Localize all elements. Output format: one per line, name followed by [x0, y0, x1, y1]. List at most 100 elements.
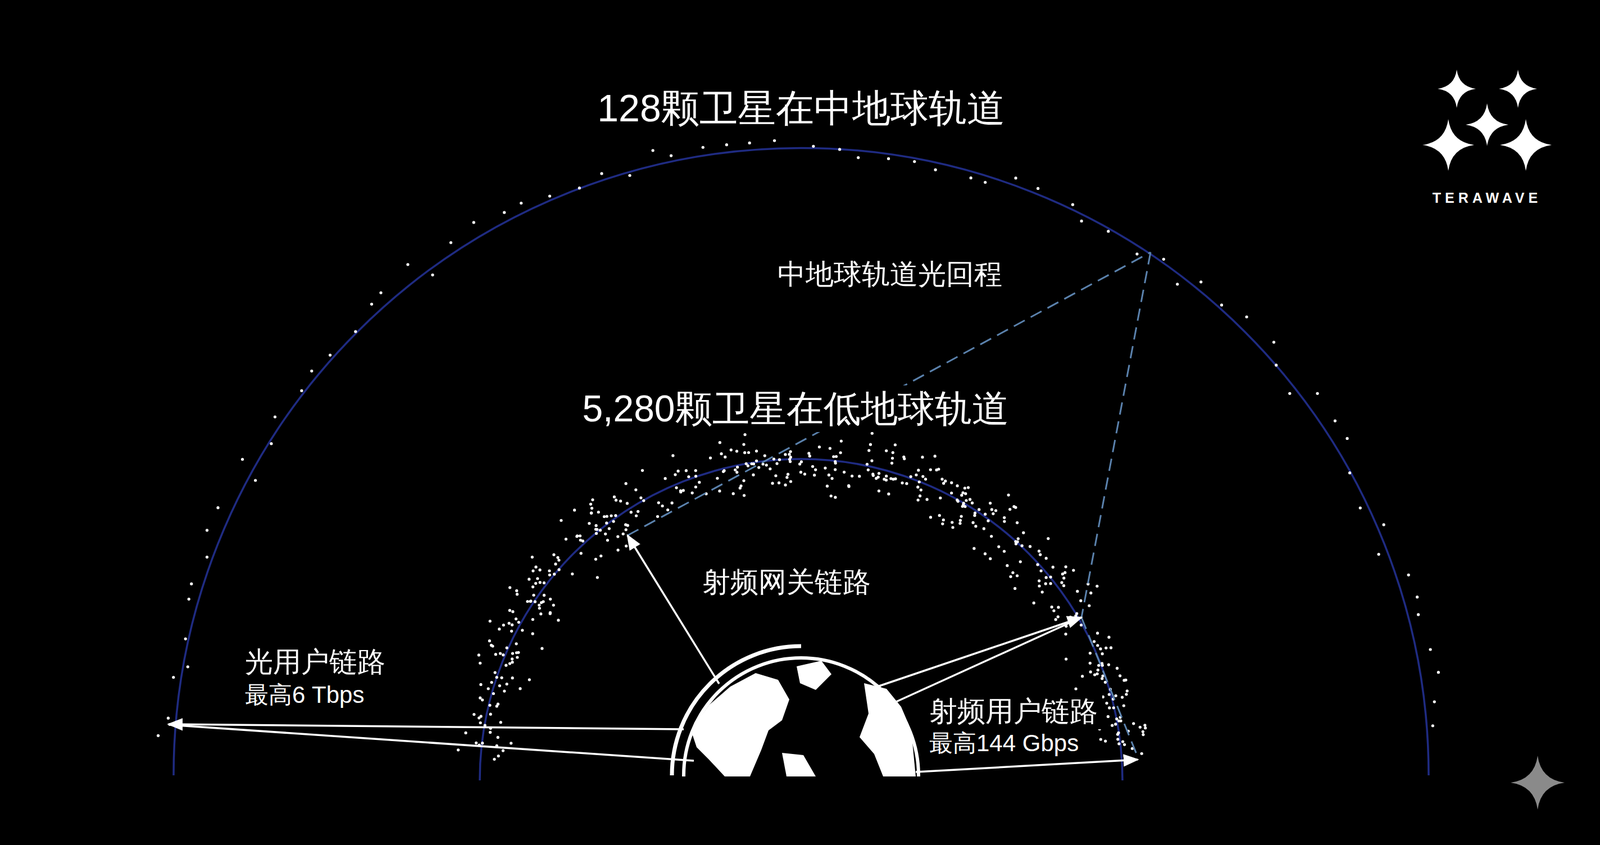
satellite-dot: [614, 514, 617, 517]
satellite-dot: [950, 520, 954, 524]
satellite-dot: [1032, 601, 1036, 605]
satellite-dot: [814, 468, 817, 472]
satellite-dot: [977, 507, 981, 511]
satellite-dot: [520, 628, 524, 632]
satellite-dot: [1008, 575, 1012, 579]
satellite-dot: [487, 687, 490, 690]
satellite-dot: [489, 712, 493, 716]
satellite-dot: [1041, 590, 1044, 594]
satellite-dot: [508, 608, 512, 612]
satellite-dot: [629, 510, 633, 514]
satellite-dot: [735, 449, 739, 453]
satellite-dot: [673, 473, 677, 476]
satellite-dot: [612, 495, 616, 499]
satellite-dot: [742, 493, 746, 497]
satellite-dot: [1107, 663, 1111, 667]
satellite-dot: [748, 141, 752, 145]
satellite-dot: [997, 544, 1000, 548]
satellite-dot: [865, 462, 869, 466]
satellite-dot: [1008, 507, 1012, 511]
satellite-dot: [559, 519, 563, 522]
satellite-dot: [497, 627, 501, 631]
satellite-dot: [493, 670, 497, 674]
satellite-dot: [1013, 587, 1017, 590]
satellite-dot: [905, 482, 908, 485]
satellite-dot: [877, 471, 881, 475]
satellite-dot: [1143, 726, 1147, 730]
satellite-dot: [508, 585, 512, 589]
satellite-dot: [964, 498, 968, 502]
satellite-dot: [505, 646, 509, 650]
link-label: 射频网关链路: [697, 564, 876, 600]
satellite-dot: [156, 734, 160, 738]
satellite-dot: [1069, 615, 1072, 619]
satellite-dot: [893, 477, 897, 481]
satellite-dot: [1199, 280, 1203, 284]
satellite-dot: [488, 639, 492, 643]
satellite-dot: [575, 534, 579, 538]
satellite-dot: [1088, 651, 1092, 655]
satellite-dot: [1028, 544, 1032, 548]
satellite-dot: [694, 485, 698, 489]
satellite-dot: [1106, 229, 1110, 233]
satellite-dot: [773, 139, 776, 143]
satellite-dot: [189, 582, 193, 586]
throughput-label: 最高144 Gbps: [924, 728, 1084, 759]
satellite-dot: [940, 477, 944, 481]
optical-user-link-arrow: [168, 724, 694, 761]
satellite-dot: [1110, 724, 1114, 727]
satellite-dot: [529, 599, 533, 603]
satellite-dot: [273, 415, 277, 418]
satellite-dot: [1056, 605, 1060, 609]
satellite-dot: [774, 474, 777, 477]
satellite-dot: [1315, 392, 1319, 395]
satellite-dot: [891, 456, 894, 460]
satellite-dot: [973, 511, 977, 515]
satellite-dot: [666, 508, 670, 512]
satellite-dot: [507, 621, 511, 625]
satellite-dot: [501, 748, 505, 752]
satellite-dot: [972, 547, 976, 550]
satellite-dot: [1175, 282, 1179, 286]
satellite-dot: [691, 491, 694, 495]
satellite-dot: [960, 514, 963, 518]
satellite-dot: [887, 157, 890, 161]
satellite-dot: [614, 498, 618, 502]
satellite-dot: [866, 468, 870, 472]
satellite-dot: [1348, 471, 1352, 475]
satellite-dot: [253, 478, 257, 482]
satellite-dot: [479, 683, 483, 686]
satellite-dot: [938, 496, 942, 500]
satellite-dot: [867, 448, 871, 452]
satellite-dot: [833, 496, 837, 499]
satellite-dot: [611, 519, 615, 523]
satellite-dot: [1021, 531, 1025, 535]
satellite-dot: [1093, 673, 1097, 676]
satellite-dot: [575, 534, 579, 538]
satellite-dot: [1428, 647, 1432, 651]
satellite-dot: [510, 657, 514, 661]
satellite-dot: [757, 465, 761, 469]
satellite-dot: [527, 577, 531, 581]
satellite-dot: [934, 168, 938, 172]
satellite-dot: [511, 651, 515, 655]
satellite-dot: [1358, 506, 1362, 510]
satellite-dot: [1107, 635, 1111, 639]
satellite-dot: [552, 603, 556, 607]
satellite-dot: [1064, 565, 1068, 568]
satellite-dot: [505, 682, 509, 686]
satellite-dot: [300, 389, 303, 393]
satellite-dot: [525, 600, 529, 603]
satellite-dot: [531, 569, 535, 572]
satellite-dot: [1052, 608, 1056, 612]
satellite-dot: [1014, 176, 1017, 180]
satellite-dot: [983, 552, 987, 556]
satellite-dot: [1118, 674, 1122, 677]
satellite-dot: [1002, 519, 1006, 523]
logo-sparkle: [1500, 119, 1552, 171]
satellite-dot: [729, 448, 733, 452]
satellite-dot: [934, 468, 938, 472]
link-label: 光用户链路: [240, 643, 390, 680]
satellite-dot: [884, 474, 888, 478]
satellite-dot: [642, 498, 645, 502]
